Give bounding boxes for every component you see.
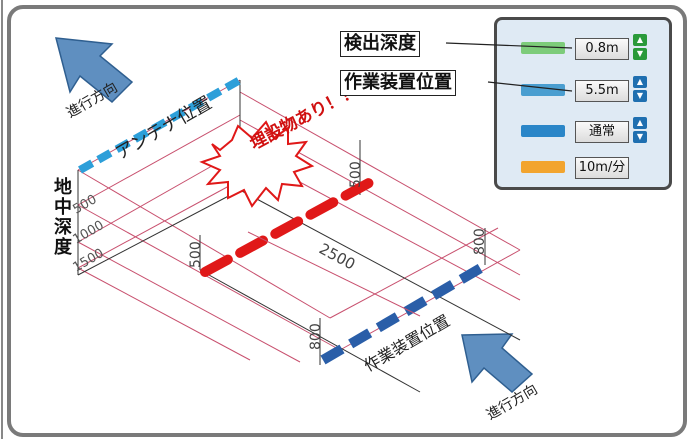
buried-object-burst — [199, 120, 315, 208]
ground-depth-label: 地中深度 — [54, 177, 72, 258]
detect-depth-callout: 検出深度 — [340, 31, 420, 57]
work-pos-callout: 作業装置位置 — [340, 70, 456, 96]
speed-button[interactable] — [521, 161, 565, 173]
mode-value: 通常 — [575, 121, 629, 143]
dim-500-top-label: 500 — [348, 161, 364, 188]
work-pos-down-button[interactable]: ▼ — [633, 90, 647, 102]
antenna-line — [78, 76, 242, 174]
mode-down-button[interactable]: ▼ — [633, 131, 647, 143]
guide-lines — [77, 79, 521, 363]
work-pos-value: 5.5m — [575, 80, 629, 102]
detect-depth-down-button[interactable]: ▼ — [633, 48, 647, 60]
work-pos-up-button[interactable]: ▲ — [633, 76, 647, 88]
detect-depth-up-button[interactable]: ▲ — [633, 34, 647, 46]
dim-500-left-label: 500 — [188, 241, 204, 268]
buried-object-line — [200, 173, 383, 277]
dim-800-right-label: 800 — [472, 228, 488, 255]
control-panel: 0.8m ▲ ▼ 5.5m ▲ ▼ 通常 ▲ ▼ 10m/分 — [494, 17, 672, 190]
mode-up-button[interactable]: ▲ — [633, 117, 647, 129]
dim-2500-line — [247, 231, 421, 317]
speed-value: 10m/分 — [575, 157, 629, 179]
work-pos-button[interactable] — [521, 84, 565, 96]
dim-800-left-label: 800 — [308, 323, 324, 350]
direction-arrow-bottom-icon — [461, 333, 534, 393]
direction-arrow-top-icon — [55, 37, 134, 104]
mode-button[interactable] — [521, 125, 565, 137]
detect-depth-value: 0.8m — [575, 38, 629, 60]
detect-depth-button[interactable] — [521, 42, 565, 54]
